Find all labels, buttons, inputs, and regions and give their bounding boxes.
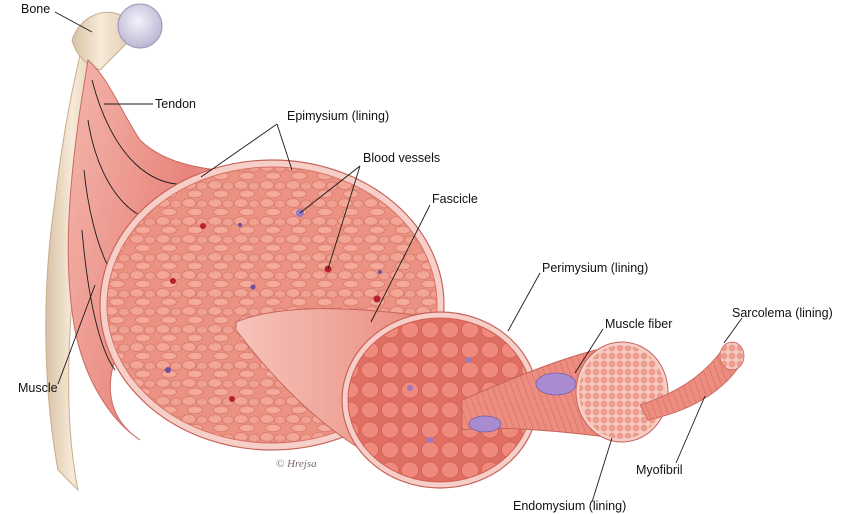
fascicle-bundle bbox=[235, 308, 539, 489]
label-endomysium: Endomysium (lining) bbox=[513, 499, 626, 513]
leader-lines bbox=[54, 11, 743, 503]
label-sarcolema: Sarcolema (lining) bbox=[732, 306, 833, 320]
labels: Bone Tendon Epimysium (lining) Blood ves… bbox=[18, 2, 833, 513]
label-myofibril: Myofibril bbox=[636, 463, 683, 477]
label-tendon: Tendon bbox=[155, 97, 196, 111]
label-bone: Bone bbox=[21, 2, 50, 16]
label-epimysium: Epimysium (lining) bbox=[287, 109, 389, 123]
nucleus-icon bbox=[535, 372, 577, 396]
muscle-fiber bbox=[461, 341, 669, 443]
bone-head-icon bbox=[117, 3, 163, 49]
myofibril bbox=[639, 341, 745, 421]
label-blood-vessels: Blood vessels bbox=[363, 151, 440, 165]
label-muscle-fiber: Muscle fiber bbox=[605, 317, 672, 331]
label-perimysium: Perimysium (lining) bbox=[542, 261, 648, 275]
label-fascicle: Fascicle bbox=[432, 192, 478, 206]
artist-signature: © Hrejsa bbox=[276, 458, 317, 470]
label-muscle: Muscle bbox=[18, 381, 58, 395]
